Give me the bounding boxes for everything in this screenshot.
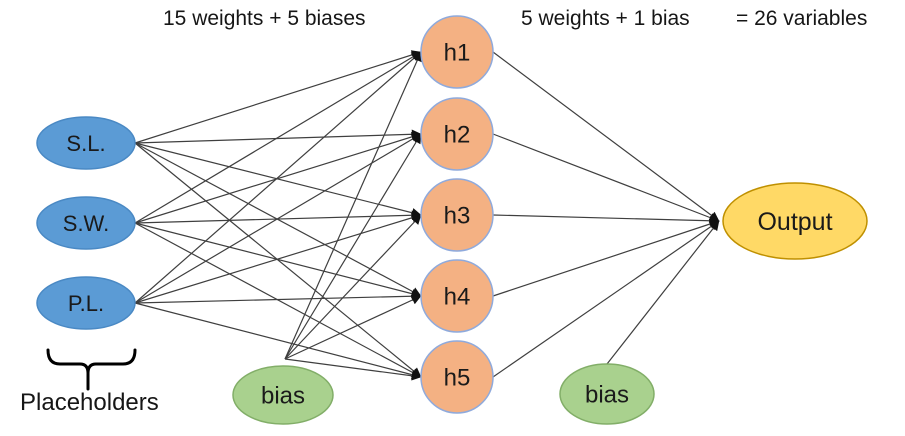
hidden-h2-label: h2 [444,122,471,149]
edge-hidden-h4-to-output [492,219,720,297]
edge-input-sw-to-hidden-h1 [134,51,422,224]
input-pl-shape [36,276,136,330]
bias-hidden-shape [232,365,334,425]
edges-layer [134,50,720,381]
hidden-h1-label: h1 [444,40,471,67]
hidden-layer-caption: 15 weights + 5 biases [163,7,366,30]
bias-output-label: bias [585,382,629,409]
edge-input-pl-to-hidden-h2 [134,133,422,304]
bias-hidden-label: bias [261,383,305,410]
input-pl-label: P.L. [68,291,104,316]
node-hidden-h3: h3 [420,178,494,252]
edge-hidden-h5-to-output [492,220,720,378]
hidden-h2-shape [420,97,494,171]
nodes-layer: S.L. S.W. P.L. h1 h2 h3 h4 h5 bias bias Output [36,15,868,425]
node-hidden-h2: h2 [420,97,494,171]
node-hidden-h1: h1 [420,15,494,89]
input-sl-label: S.L. [66,131,105,156]
hidden-h5-label: h5 [444,365,471,392]
node-output: Output [722,182,868,260]
edge-input-pl-to-hidden-h4 [134,291,422,304]
placeholders-label: Placeholders [20,389,159,416]
edge-bias-output-to-output [606,220,720,365]
node-input-pl: P.L. [36,276,136,330]
hidden-h1-shape [420,15,494,89]
edge-hidden-h1-to-output [492,51,720,222]
edge-input-sl-to-hidden-h1 [134,50,422,144]
placeholders-brace-icon [46,348,137,391]
node-input-sw: S.W. [36,196,136,250]
hidden-h4-label: h4 [444,284,471,311]
edge-hidden-h3-to-output [492,214,720,226]
edge-bias-hidden-to-hidden-h2 [284,133,422,360]
edge-input-pl-to-hidden-h1 [134,51,422,304]
edge-input-pl-to-hidden-h3 [134,213,422,304]
node-bias-output: bias [559,363,655,425]
node-bias-hidden: bias [232,365,334,425]
edge-bias-hidden-to-hidden-h1 [284,51,422,360]
hidden-h3-shape [420,178,494,252]
total-variables-caption: = 26 variables [736,7,868,30]
hidden-h3-label: h3 [444,203,471,230]
hidden-h4-shape [420,259,494,333]
output-layer-caption: 5 weights + 1 bias [521,7,690,30]
edge-bias-hidden-to-hidden-h4 [284,295,422,360]
edge-input-sw-to-hidden-h2 [134,132,422,224]
node-hidden-h4: h4 [420,259,494,333]
input-sl-shape [36,116,136,170]
edge-hidden-h2-to-output [492,133,720,223]
output-label: Output [757,208,832,236]
input-sw-label: S.W. [63,211,109,236]
edge-bias-hidden-to-hidden-h3 [284,214,422,360]
edge-bias-hidden-to-hidden-h5 [284,358,422,381]
node-hidden-h5: h5 [420,340,494,414]
output-shape [722,182,868,260]
edge-input-pl-to-hidden-h5 [134,302,422,380]
input-sw-shape [36,196,136,250]
bias-output-shape [559,363,655,425]
node-input-sl: S.L. [36,116,136,170]
hidden-h5-shape [420,340,494,414]
edge-input-sl-to-hidden-h2 [134,129,422,144]
